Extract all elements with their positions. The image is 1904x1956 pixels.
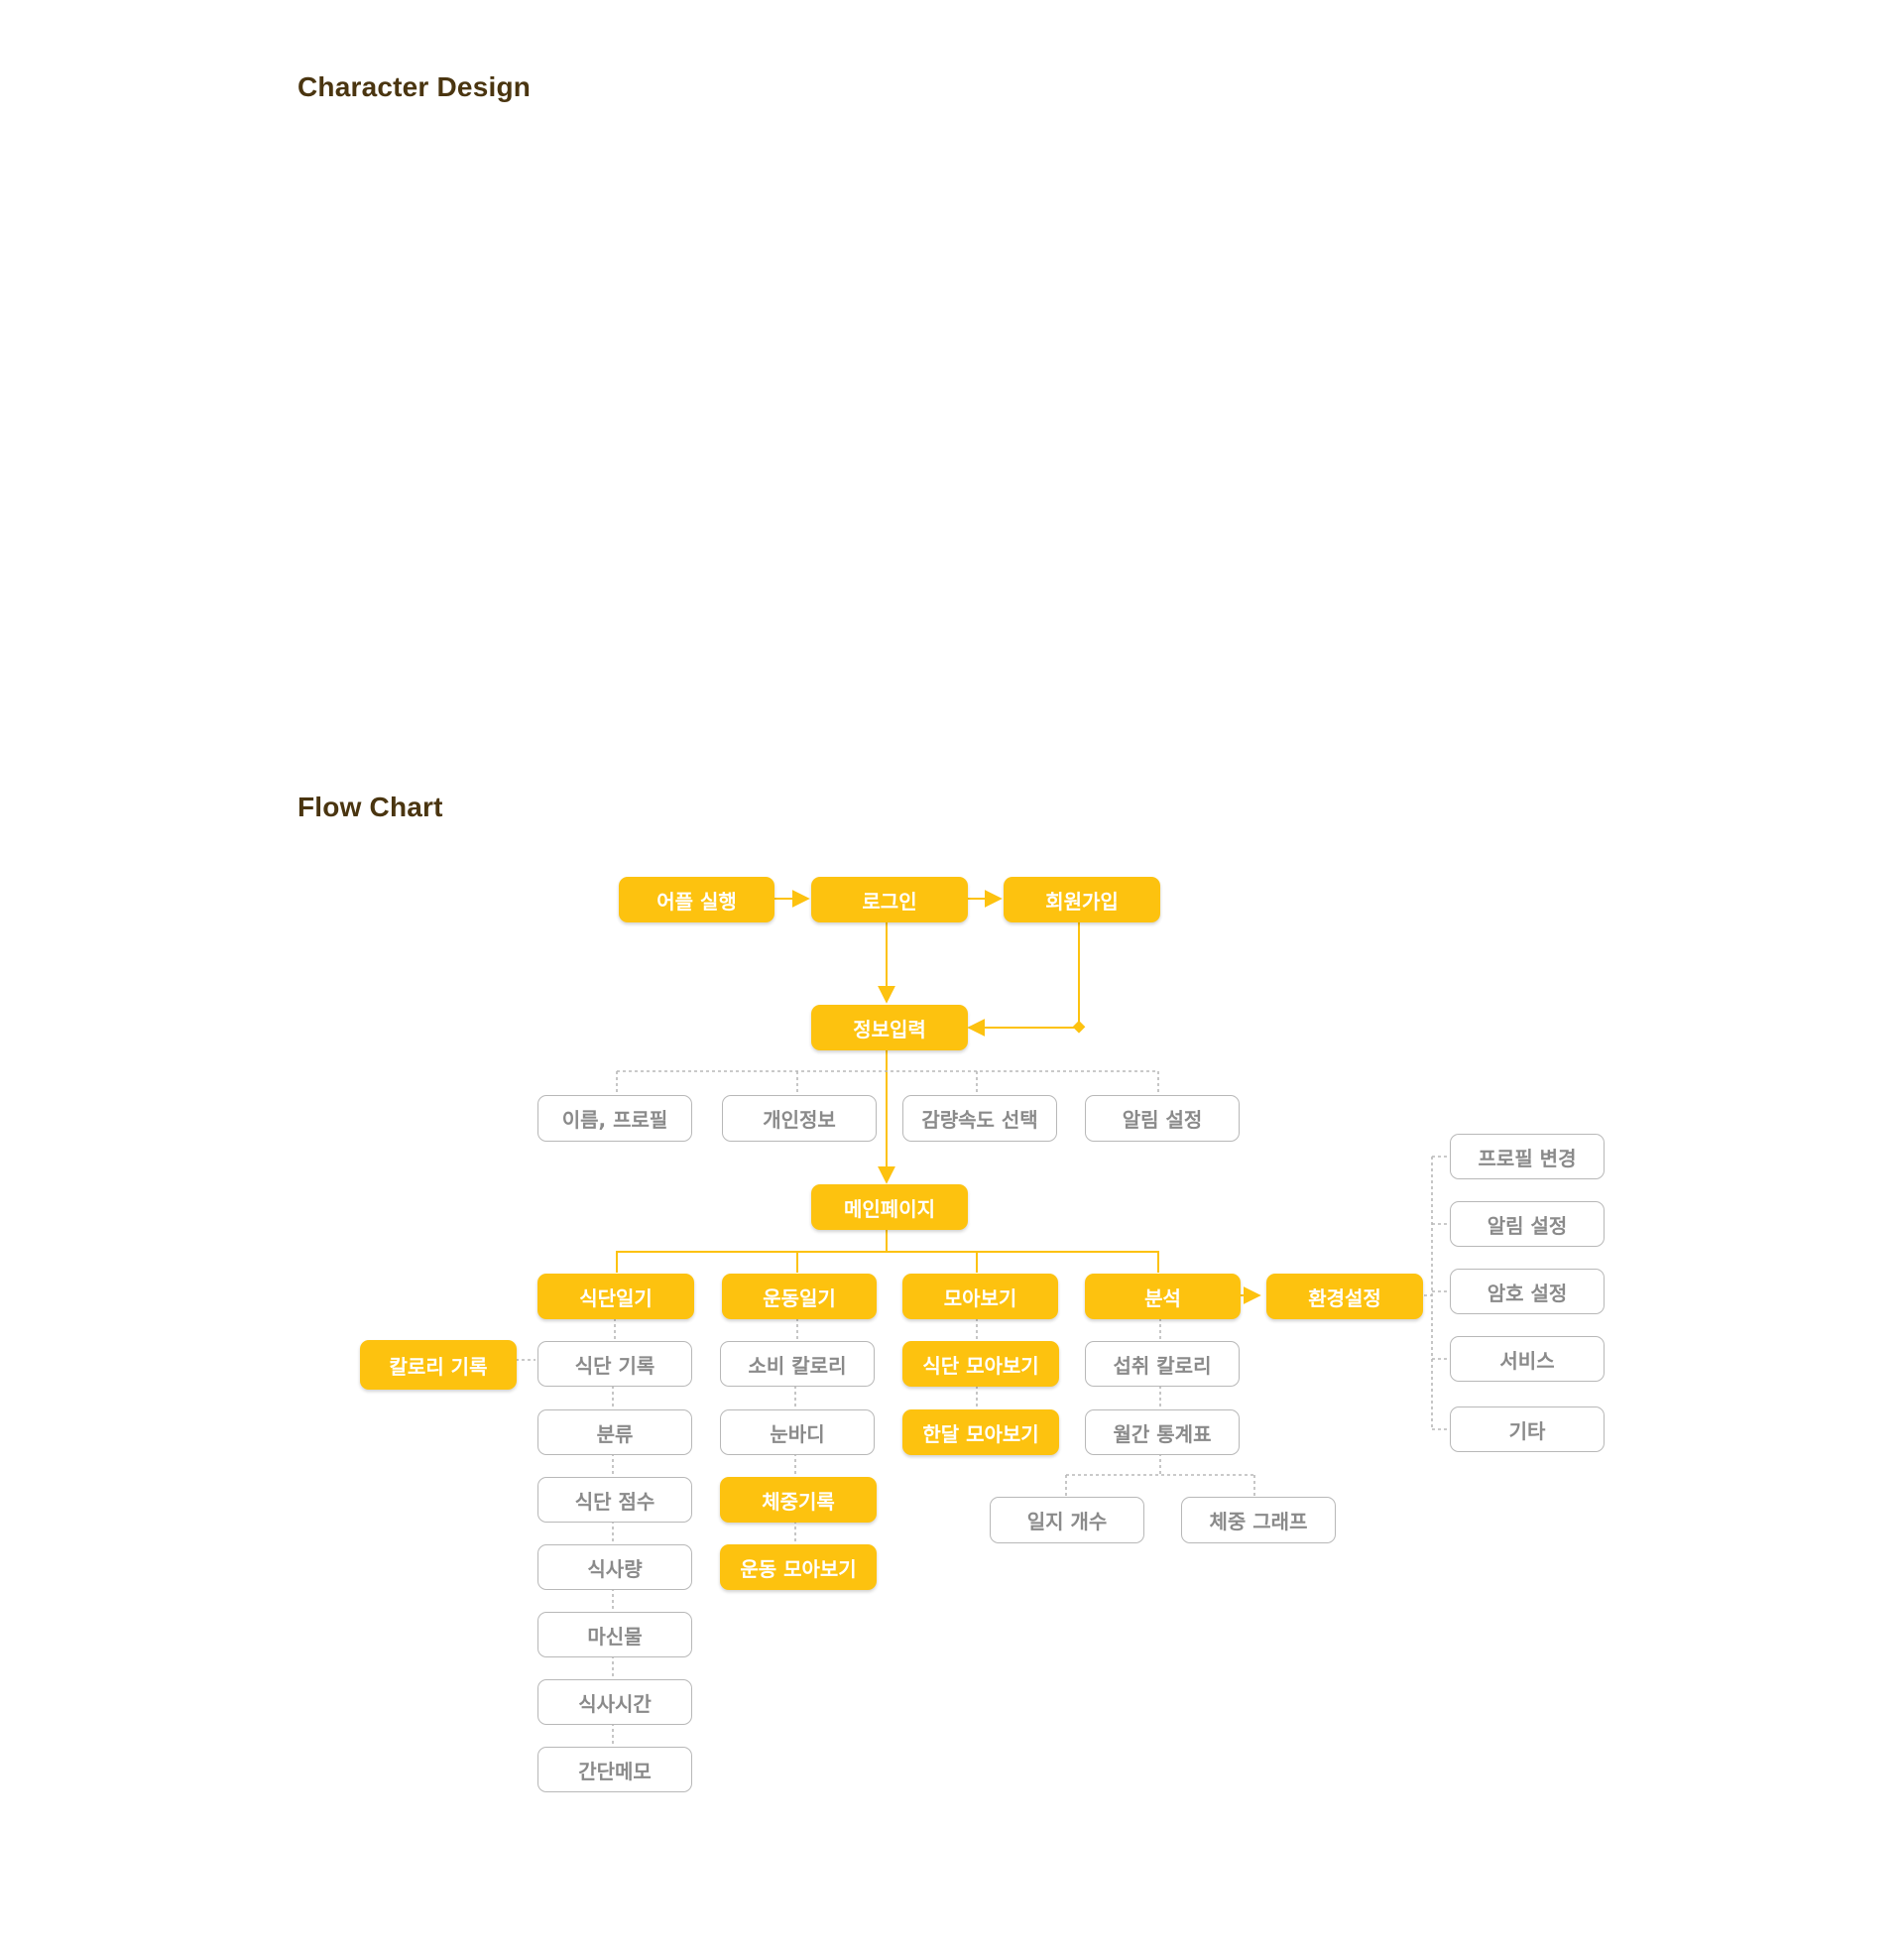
node-analysis: 분석 [1085, 1274, 1241, 1319]
node-collection: 모아보기 [902, 1274, 1058, 1319]
diet-item-category: 분류 [537, 1409, 692, 1455]
exercise-item-burned-calories: 소비 칼로리 [720, 1341, 875, 1387]
settings-item-password: 암호 설정 [1450, 1269, 1605, 1314]
info-item-notification: 알림 설정 [1085, 1095, 1240, 1142]
exercise-item-eye-body: 눈바디 [720, 1409, 875, 1455]
diet-item-memo: 간단메모 [537, 1747, 692, 1792]
analysis-sub-diary-count: 일지 개수 [990, 1497, 1144, 1543]
node-info-input: 정보입력 [811, 1005, 968, 1050]
node-main-page: 메인페이지 [811, 1184, 968, 1230]
exercise-item-collection: 운동 모아보기 [720, 1544, 877, 1590]
node-login: 로그인 [811, 877, 968, 922]
settings-item-profile-change: 프로필 변경 [1450, 1134, 1605, 1179]
analysis-item-intake-calories: 섭취 칼로리 [1085, 1341, 1240, 1387]
line-main-branches [616, 1251, 1159, 1273]
analysis-sub-weight-graph: 체중 그래프 [1181, 1497, 1336, 1543]
flow-chart-title: Flow Chart [298, 792, 443, 822]
info-item-personal-info: 개인정보 [722, 1095, 877, 1142]
settings-item-other: 기타 [1450, 1406, 1605, 1452]
diet-item-mealtime: 식사시간 [537, 1679, 692, 1725]
diet-item-water: 마신물 [537, 1612, 692, 1657]
info-item-name-profile: 이름, 프로필 [537, 1095, 692, 1142]
collection-item-diet: 식단 모아보기 [902, 1341, 1059, 1387]
node-app-launch: 어플 실행 [619, 877, 774, 922]
diet-item-amount: 식사량 [537, 1544, 692, 1590]
settings-item-service: 서비스 [1450, 1336, 1605, 1382]
node-signup: 회원가입 [1004, 877, 1160, 922]
diet-item-score: 식단 점수 [537, 1477, 692, 1523]
node-exercise-diary: 운동일기 [722, 1274, 877, 1319]
node-settings: 환경설정 [1266, 1274, 1423, 1319]
exercise-item-weight-record: 체중기록 [720, 1477, 877, 1523]
info-item-loss-speed: 감량속도 선택 [902, 1095, 1057, 1142]
character-design-title: Character Design [298, 71, 532, 102]
collection-item-monthly: 한달 모아보기 [902, 1409, 1059, 1455]
node-calorie-record: 칼로리 기록 [360, 1340, 517, 1390]
settings-item-notification: 알림 설정 [1450, 1201, 1605, 1247]
analysis-item-monthly-stats: 월간 통계표 [1085, 1409, 1240, 1455]
node-diet-diary: 식단일기 [537, 1274, 694, 1319]
arrow-signup-info [967, 921, 1080, 1037]
diet-item-record: 식단 기록 [537, 1341, 692, 1387]
